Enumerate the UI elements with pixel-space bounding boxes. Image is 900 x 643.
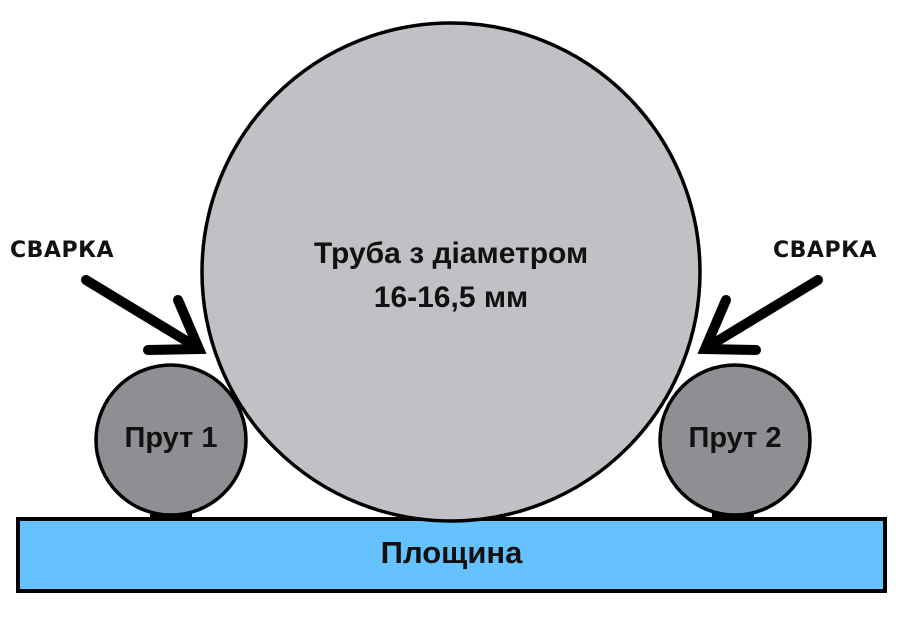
plate-shape [16,517,887,593]
rod1-shape [94,363,248,517]
weld-label-left: СВАРКА [10,238,115,263]
pipe-label: Труба з діаметром 16-16,5 мм [251,232,651,320]
left-weld-arrow-icon [81,275,207,355]
rod2-shape [658,363,812,517]
rod1-label: Прут 1 [124,422,218,454]
plate-label: Площина [380,535,523,570]
right-weld-arrow-icon [697,275,823,355]
pipe-label-line2: 16-16,5 мм [373,281,529,314]
rod2-label: Прут 2 [688,422,782,454]
weld-label-right: СВАРКА [773,238,878,263]
pipe-label-line1: Труба з діаметром [313,237,589,270]
pipe-shape [200,21,702,523]
